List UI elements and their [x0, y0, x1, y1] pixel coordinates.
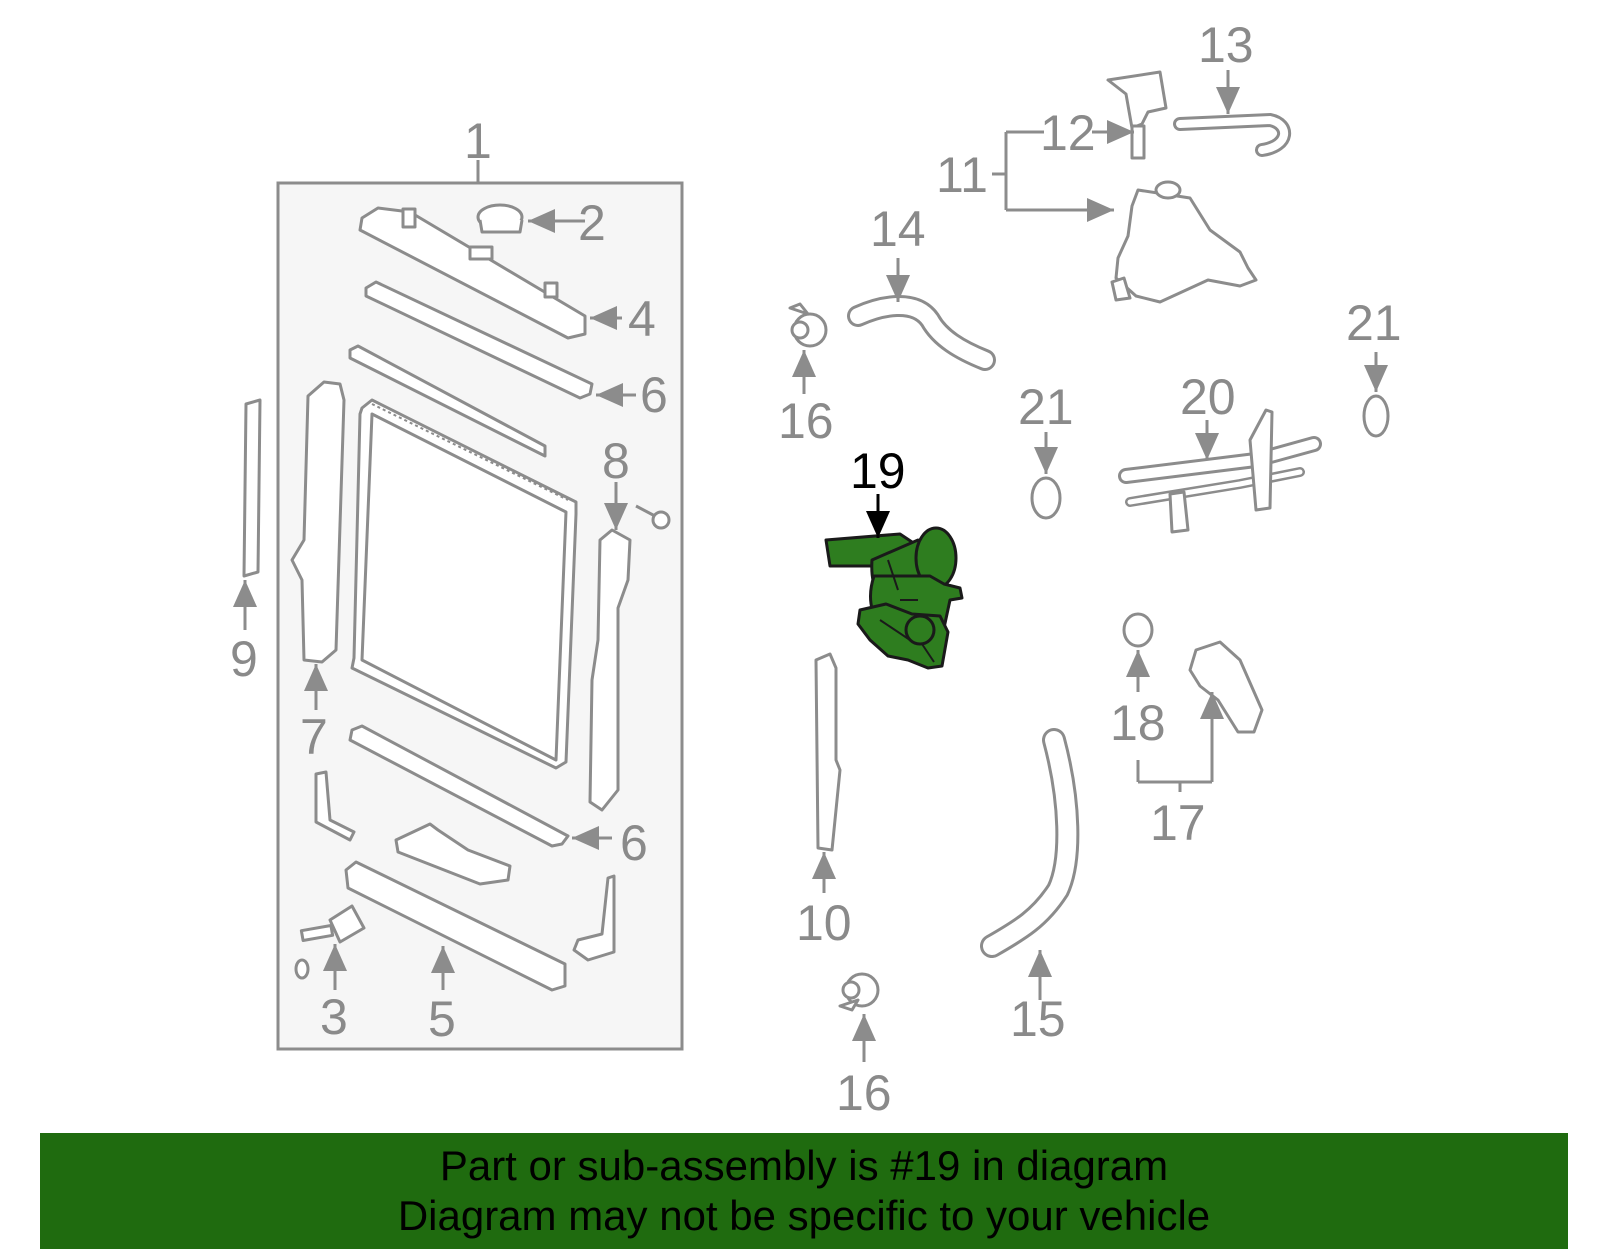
o-ring-right-part: [1362, 394, 1390, 438]
callout-15: 15: [1010, 991, 1066, 1047]
callout-2: 2: [578, 195, 606, 251]
drain-cock-part: [294, 904, 366, 980]
callout-12: 12: [1040, 105, 1096, 161]
thermostat-housing-part-highlighted: [824, 526, 964, 670]
lower-seal-part: [348, 724, 570, 848]
callout-11: 11: [936, 147, 988, 203]
callout-7: 7: [300, 709, 328, 765]
banner-line-2: Diagram may not be specific to your vehi…: [397, 1192, 1211, 1239]
lower-left-bracket-part: [314, 770, 356, 842]
lower-tank-part: [344, 860, 567, 992]
callout-16-upper: 16: [778, 393, 834, 449]
callout-21-right: 21: [1346, 295, 1402, 351]
reservoir-tank-part: [1110, 180, 1258, 304]
callout-6-lower: 6: [620, 815, 648, 871]
left-shroud-part: [290, 380, 346, 664]
right-shroud-part: [588, 528, 632, 812]
reservoir-cap-part: [1106, 70, 1168, 160]
callout-1: 1: [464, 113, 492, 169]
banner-line-1: Part or sub-assembly is #19 in diagram: [439, 1142, 1169, 1189]
callout-5: 5: [428, 991, 456, 1047]
lower-deflector-part: [394, 822, 512, 886]
right-seal-part: [814, 652, 842, 852]
callout-18: 18: [1110, 695, 1166, 751]
radiator-cap-part: [476, 203, 524, 234]
radiator-core-part: [350, 398, 578, 770]
callout-3: 3: [320, 989, 348, 1045]
upper-support-part: [348, 344, 547, 458]
upper-tank-part: [358, 206, 587, 340]
callout-21-left: 21: [1018, 379, 1074, 435]
info-banner: Part or sub-assembly is #19 in diagram D…: [40, 1133, 1568, 1249]
bolt-part: [635, 504, 671, 530]
callout-13: 13: [1198, 17, 1254, 73]
upper-seal-part: [364, 280, 594, 400]
callout-10: 10: [796, 895, 852, 951]
callout-17: 17: [1150, 795, 1206, 851]
callout-16-lower: 16: [836, 1065, 892, 1121]
water-pipe-part: [1118, 408, 1322, 534]
callout-19: 19: [850, 443, 906, 499]
o-ring-left-part: [1030, 476, 1062, 520]
callout-8: 8: [602, 433, 630, 489]
gasket-part: [1122, 612, 1154, 648]
callout-20: 20: [1180, 369, 1236, 425]
left-seal-part: [242, 398, 262, 578]
callout-6-upper: 6: [640, 367, 668, 423]
water-inlet-part: [1188, 640, 1264, 734]
callout-14: 14: [870, 201, 926, 257]
clamp-upper-part: [788, 302, 828, 348]
clamp-lower-part: [838, 972, 880, 1012]
callout-4: 4: [628, 291, 656, 347]
lower-right-bracket-part: [572, 874, 616, 962]
callout-9: 9: [230, 631, 258, 687]
